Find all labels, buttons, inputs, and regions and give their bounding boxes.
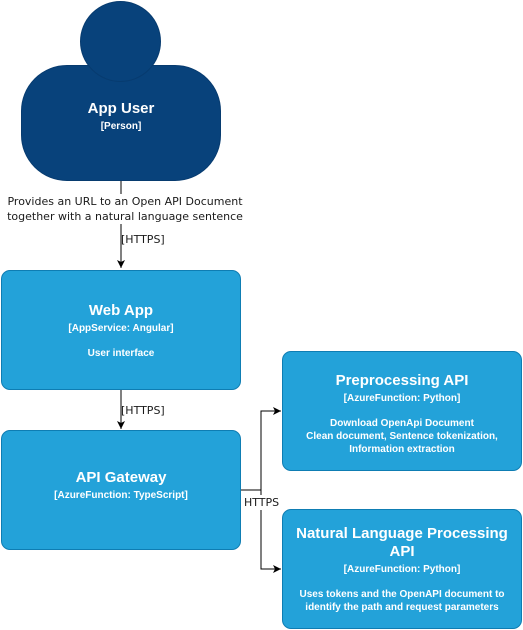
preprocessing-api-desc-line: Download OpenApi Document (330, 418, 474, 429)
app-user-tech: [Person] (100, 121, 142, 132)
edge-webapp-protocol: [HTTPS] (121, 404, 165, 417)
nlp-api-title-line: Natural Language Processing (296, 525, 508, 542)
nlp-api-tech: [AzureFunction: Python] (343, 564, 461, 575)
nlp-api-desc-line: Uses tokens and the OpenAPI document to (299, 589, 505, 600)
edge-user-description: Provides an URL to an Open API Document … (4, 194, 246, 224)
web-app-title: Web App (88, 302, 154, 319)
preprocessing-api-title: Preprocessing API (335, 372, 469, 389)
nlp-api-title-line: API (389, 543, 415, 560)
nlp-api-desc-line: identify the path and request parameters (305, 602, 499, 613)
api-gateway-title: API Gateway (75, 469, 167, 486)
edge-user-description-line: together with a natural language sentenc… (7, 210, 243, 223)
api-gateway-node: API Gateway [AzureFunction: TypeScript] (1, 430, 241, 550)
web-app-description: User interface (87, 348, 155, 359)
web-app-tech: [AppService: Angular] (68, 323, 174, 334)
preprocessing-api-desc-line: Information extraction (349, 444, 455, 455)
app-user-text: App User [Person] (21, 100, 221, 133)
preprocessing-api-node: Preprocessing API [AzureFunction: Python… (282, 351, 522, 471)
edge-gateway-to-preprocessing (241, 407, 281, 491)
web-app-node: Web App [AppService: Angular] User inter… (1, 270, 241, 390)
preprocessing-api-tech: [AzureFunction: Python] (343, 393, 461, 404)
nlp-api-node: Natural Language Processing API [AzureFu… (282, 509, 522, 629)
app-user-title: App User (87, 100, 155, 117)
api-gateway-tech: [AzureFunction: TypeScript] (54, 490, 188, 501)
preprocessing-api-desc-line: Clean document, Sentence tokenization, (306, 431, 498, 442)
person-head-shape (80, 1, 161, 82)
edge-user-description-line: Provides an URL to an Open API Document (7, 195, 243, 208)
edge-gateway-protocol: HTTPS (244, 495, 280, 510)
edge-gateway-to-nlp (241, 489, 281, 573)
edge-user-protocol: [HTTPS] (121, 233, 165, 246)
person-body-shape (21, 65, 221, 181)
